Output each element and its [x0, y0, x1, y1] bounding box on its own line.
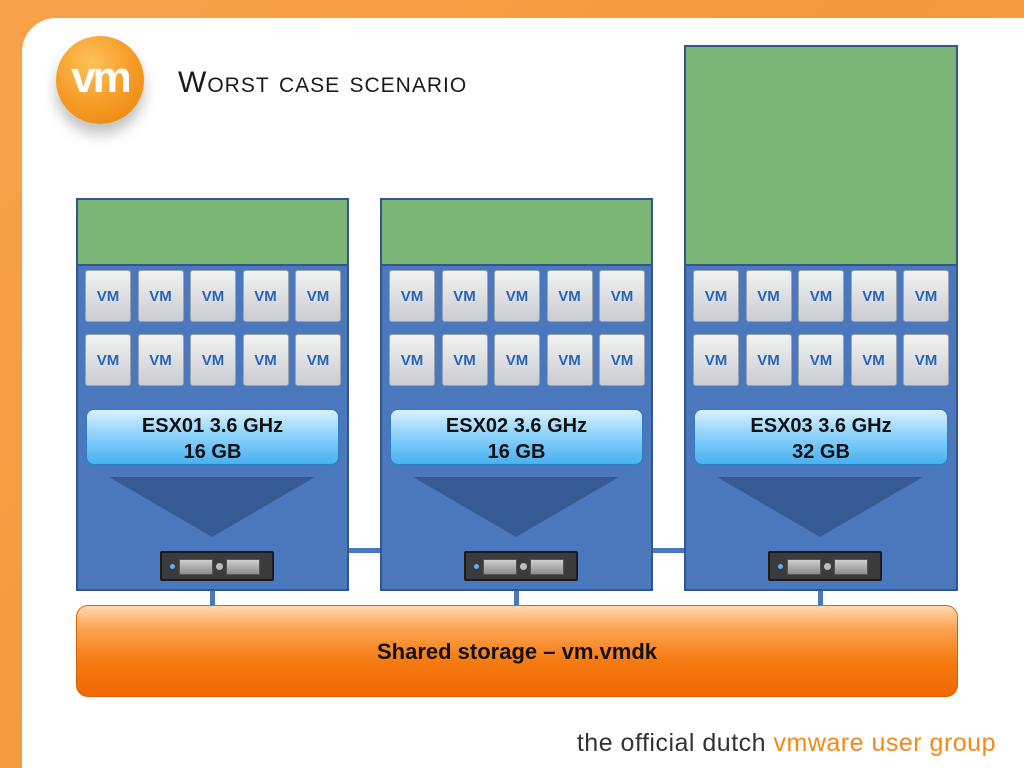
vm-tile: VM [850, 334, 897, 386]
slide-title: Worst case scenario [178, 66, 468, 99]
server-led [778, 564, 783, 569]
vm-tile: VM [85, 270, 131, 322]
server-led [474, 564, 479, 569]
logo-text: vm [71, 53, 132, 102]
host-label-line2: 32 GB [792, 441, 850, 463]
vm-tile: VM [190, 334, 236, 386]
vm-tile: VM [903, 334, 949, 386]
host-label-line1: ESX02 3.6 GHz [445, 415, 588, 437]
footer-tagline: the official dutch vmware user group [577, 729, 996, 758]
storage-connector [818, 591, 823, 605]
vm-tile: VM [137, 334, 184, 386]
server-icon [160, 551, 274, 581]
host-capacity-green [78, 200, 347, 266]
vm-tile: VM [693, 334, 739, 386]
vmug-logo: vm [56, 36, 144, 124]
server-icon [464, 551, 578, 581]
vm-tile: VM [295, 270, 341, 322]
host-connector [653, 548, 684, 553]
vm-tile: VM [546, 270, 593, 322]
vm-tile: VM [599, 270, 645, 322]
shared-storage-label: Shared storage – vm.vmdk [376, 639, 657, 664]
vm-tile: VM [295, 334, 341, 386]
vm-tile: VM [494, 270, 540, 322]
vm-tile: VM [745, 334, 792, 386]
footer-text: the official dutch [576, 729, 774, 757]
host-label-line2: 16 GB [487, 441, 546, 463]
server-knob [519, 562, 528, 571]
vm-tile: VM [242, 270, 289, 322]
host-label-line1: ESX01 3.6 GHz [141, 415, 284, 437]
footer-brand: vmware user group [773, 729, 996, 757]
funnel-arrow [717, 477, 923, 537]
vm-tile: VM [903, 270, 949, 322]
vm-tile: VM [441, 270, 488, 322]
storage-connector [514, 591, 519, 605]
host-label-line1: ESX03 3.6 GHz [750, 415, 892, 437]
vm-tile: VM [190, 270, 236, 322]
vm-tile: VM [441, 334, 488, 386]
server-bay [226, 559, 260, 575]
vm-tile: VM [546, 334, 593, 386]
server-bay [483, 559, 517, 575]
server-icon [768, 551, 882, 581]
vm-tile: VM [798, 334, 844, 386]
funnel-arrow [413, 477, 619, 537]
vm-tile: VM [599, 334, 645, 386]
server-led [170, 564, 175, 569]
server-knob [215, 562, 224, 571]
host-connector [349, 548, 380, 553]
server-bay [530, 559, 564, 575]
server-bay [787, 559, 821, 575]
storage-connector [210, 591, 215, 605]
host-label-line2: 16 GB [183, 441, 242, 463]
vm-tile: VM [693, 270, 739, 322]
host-capacity-green [686, 47, 956, 266]
vm-tile: VM [745, 270, 792, 322]
host-label: ESX03 3.6 GHz 32 GB [694, 409, 948, 465]
vm-tile: VM [242, 334, 289, 386]
host-capacity-green [382, 200, 651, 266]
vm-tile: VM [850, 270, 897, 322]
funnel-arrow [109, 477, 315, 537]
vm-tile: VM [85, 334, 131, 386]
vm-tile: VM [494, 334, 540, 386]
vm-tile: VM [389, 270, 435, 322]
host-label: ESX02 3.6 GHz 16 GB [390, 409, 643, 465]
server-knob [823, 562, 832, 571]
vm-tile: VM [137, 270, 184, 322]
vm-tile: VM [798, 270, 844, 322]
server-bay [834, 559, 868, 575]
server-bay [179, 559, 213, 575]
vm-tile: VM [389, 334, 435, 386]
shared-storage: Shared storage – vm.vmdk [76, 605, 958, 697]
host-label: ESX01 3.6 GHz 16 GB [86, 409, 339, 465]
